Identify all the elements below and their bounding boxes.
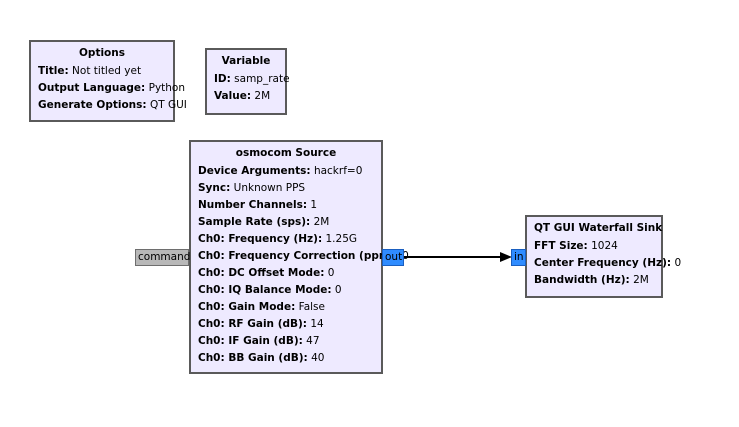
osmocom-param-bb-gain: Ch0: BB Gain (dB): 40 [198, 352, 325, 364]
variable-block-title: Variable [221, 55, 271, 67]
waterfall-sink-block-title: QT GUI Waterfall Sink [534, 222, 663, 234]
osmocom-param-sample-rate: Sample Rate (sps): 2M [198, 216, 330, 228]
osmocom-param-rf-gain: Ch0: RF Gain (dB): 14 [198, 318, 324, 330]
osmocom-param-if-gain: Ch0: IF Gain (dB): 47 [198, 335, 320, 347]
osmocom-param-number-channels: Number Channels: 1 [198, 199, 318, 211]
waterfall-in-port[interactable]: in [511, 249, 526, 266]
options-block[interactable]: Options Title: Not titled yet Output Lan… [29, 40, 187, 122]
osmocom-param-sync: Sync: Unknown PPS [198, 182, 306, 194]
waterfall-sink-block[interactable]: QT GUI Waterfall Sink FFT Size: 1024 Cen… [525, 215, 682, 298]
variable-block[interactable]: Variable ID: samp_rate Value: 2M [205, 48, 290, 115]
waterfall-param-center-frequency: Center Frequency (Hz): 0 [534, 257, 682, 269]
osmocom-out-port[interactable]: out [382, 249, 404, 266]
osmocom-param-frequency: Ch0: Frequency (Hz): 1.25G [198, 233, 358, 245]
osmocom-command-port[interactable]: command [135, 249, 190, 266]
options-param-generate-options: Generate Options: QT GUI [38, 99, 187, 111]
osmocom-param-iq-balance-mode: Ch0: IQ Balance Mode: 0 [198, 284, 342, 296]
osmocom-source-block[interactable]: osmocom Source Device Arguments: hackrf=… [189, 140, 409, 374]
osmocom-param-dc-offset-mode: Ch0: DC Offset Mode: 0 [198, 267, 335, 279]
waterfall-param-bandwidth: Bandwidth (Hz): 2M [534, 274, 649, 286]
options-param-output-language: Output Language: Python [38, 82, 186, 94]
options-param-title: Title: Not titled yet [38, 65, 142, 77]
variable-param-id: ID: samp_rate [214, 73, 290, 85]
osmocom-param-gain-mode: Ch0: Gain Mode: False [198, 301, 325, 313]
osmocom-source-block-title: osmocom Source [235, 147, 337, 159]
waterfall-param-fft-size: FFT Size: 1024 [534, 240, 618, 252]
options-block-title: Options [79, 47, 125, 59]
osmocom-param-device-arguments: Device Arguments: hackrf=0 [198, 165, 363, 177]
variable-param-value: Value: 2M [214, 90, 271, 102]
